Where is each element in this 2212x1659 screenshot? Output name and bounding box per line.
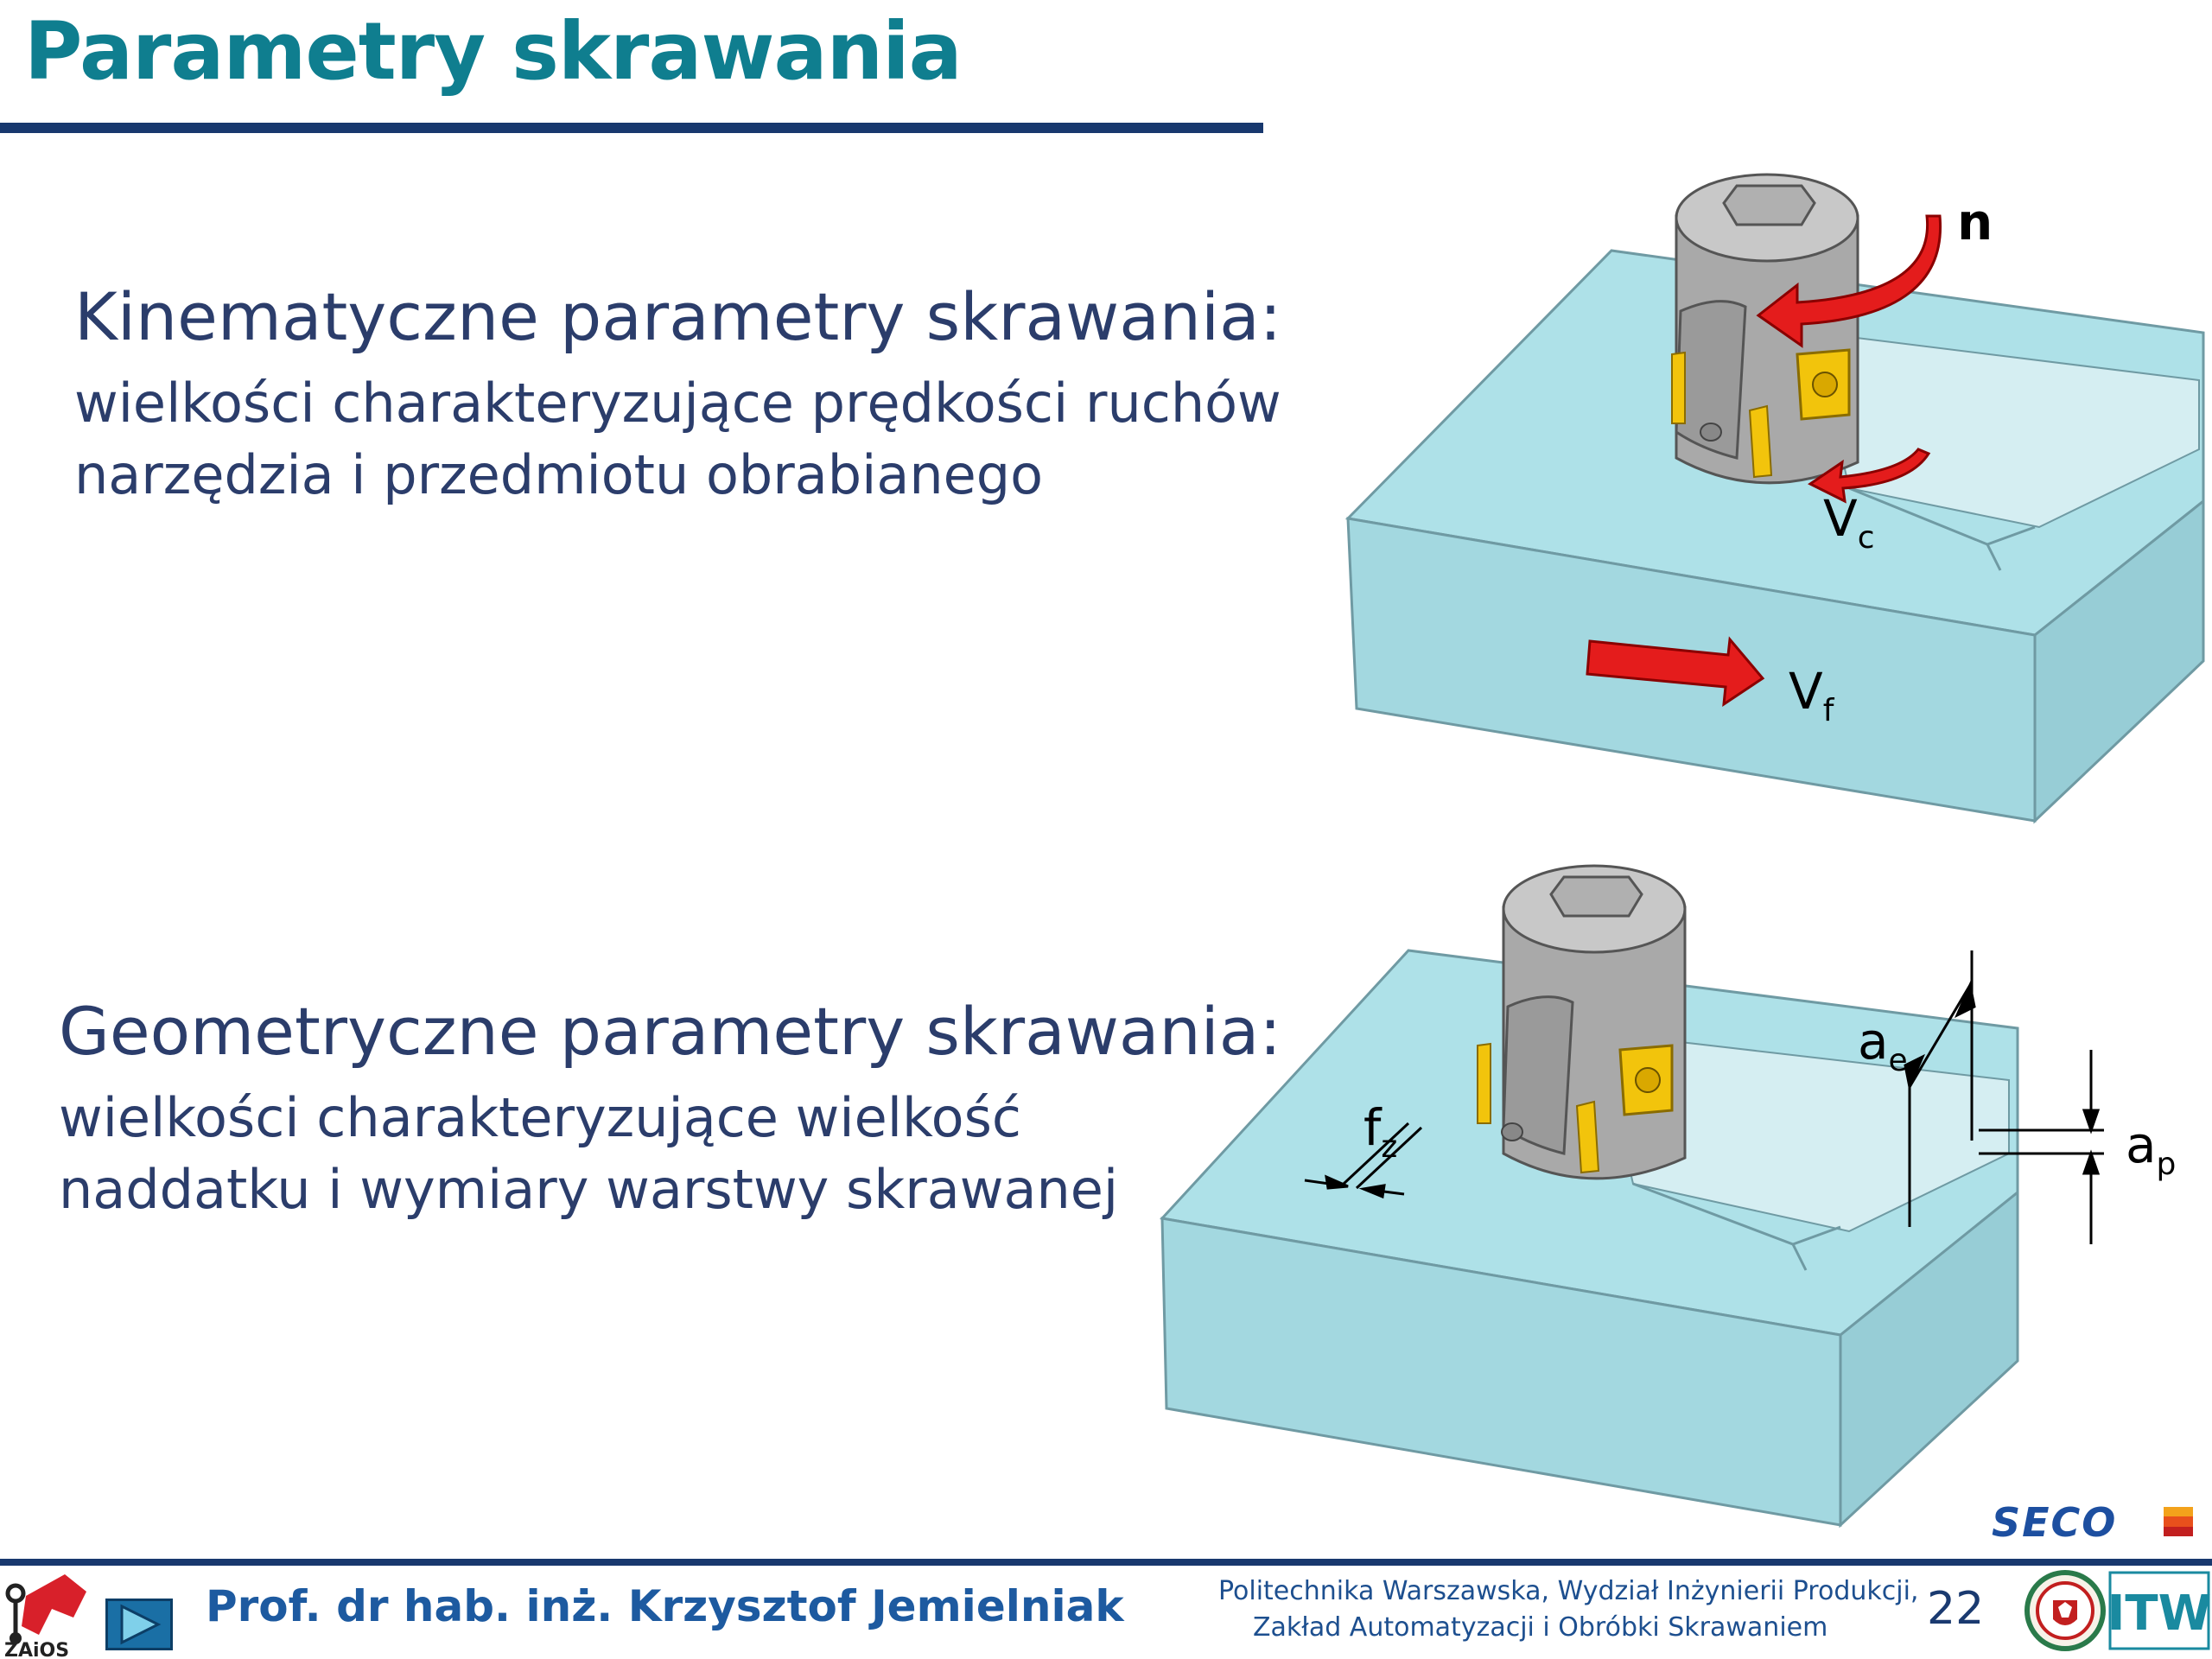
- next-slide-button[interactable]: [105, 1599, 173, 1650]
- geometric-description: wielkości charakteryzujące wielkość nadd…: [59, 1082, 1118, 1225]
- geometric-description-line-1: wielkości charakteryzujące wielkość: [59, 1086, 1021, 1149]
- footer-divider: [0, 1559, 2212, 1566]
- feed-arrow-icon: [1586, 636, 1765, 708]
- axial-depth-label: ap: [2126, 1116, 2176, 1182]
- cutting-insert-icon: [1477, 1042, 1674, 1174]
- kinematic-description: wielkości charakteryzujące prędkości ruc…: [74, 367, 1281, 511]
- kinematic-milling-diagram: n Vc Vf: [1344, 173, 2205, 824]
- geometric-description-line-2: naddatku i wymiary warstwy skrawanej: [59, 1158, 1119, 1222]
- author-name: Prof. dr hab. inż. Krzysztof Jemielniak: [206, 1581, 1124, 1631]
- radial-depth-dimension: [1904, 950, 1976, 1227]
- feed-per-tooth-dimension: [1304, 1122, 1423, 1199]
- institution-line-2: Zakład Automatyzacji i Obróbki Skrawanie…: [1253, 1612, 1828, 1643]
- geometric-milling-diagram: ae ap fz: [1160, 864, 2176, 1529]
- kinematic-description-line-2: narzędzia i przedmiotu obrabianego: [74, 443, 1044, 507]
- kinematic-heading: Kinematyczne parametry skrawania:: [74, 278, 1282, 355]
- university-seal-logo: [2024, 1570, 2106, 1651]
- spindle-speed-label: n: [1957, 193, 1993, 251]
- rotation-arrow-icon: [1756, 214, 1942, 348]
- axial-depth-dimension: [1979, 1050, 2104, 1244]
- cutting-insert-icon: [1671, 348, 1851, 479]
- title-underline: [0, 123, 1263, 133]
- cutting-speed-label: Vc: [1823, 489, 1874, 556]
- radial-depth-label: ae: [1858, 1012, 1908, 1078]
- feed-speed-label: Vf: [1789, 662, 1835, 728]
- kinematic-description-line-1: wielkości charakteryzujące prędkości ruc…: [74, 372, 1281, 435]
- play-icon: [120, 1604, 162, 1645]
- workpiece-block: [1160, 949, 2019, 1529]
- itw-logo: ITW: [2108, 1571, 2210, 1650]
- zaios-logo: ZAiOS: [0, 1566, 95, 1659]
- slide-title: Parametry skrawania: [24, 5, 963, 98]
- svg-text:ZAiOS: ZAiOS: [4, 1640, 69, 1659]
- seco-logo: SECO: [1992, 1499, 2118, 1546]
- svg-text:ITW: ITW: [2108, 1586, 2210, 1642]
- seco-mark-icon: [2164, 1507, 2193, 1536]
- institution-line-1: Politechnika Warszawska, Wydział Inżynie…: [1218, 1576, 1919, 1606]
- geometric-heading: Geometryczne parametry skrawania:: [59, 993, 1281, 1070]
- feed-per-tooth-label: fz: [1363, 1098, 1397, 1165]
- page-number: 22: [1927, 1583, 1985, 1635]
- cutting-speed-arrow-icon: [1808, 448, 1931, 504]
